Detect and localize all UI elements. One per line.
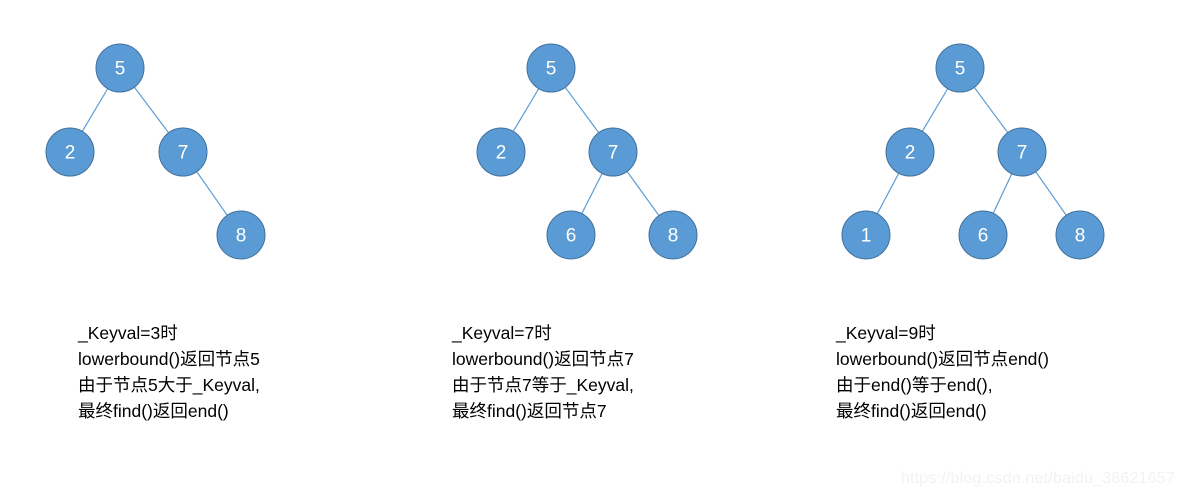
node-circle xyxy=(648,210,698,260)
tree-keyval-7: 5 2 7 6 8 xyxy=(476,43,698,260)
node-circle xyxy=(1055,210,1105,260)
node-circle xyxy=(546,210,596,260)
tree-edge xyxy=(196,171,228,216)
node-label: 6 xyxy=(566,226,577,247)
node-label: 2 xyxy=(905,143,916,164)
tree-edge xyxy=(133,86,170,134)
node-label: 1 xyxy=(861,226,872,247)
caption-line: lowerbound()返回节点7 xyxy=(452,349,634,369)
tree-edge xyxy=(876,172,900,215)
node-label: 7 xyxy=(178,143,189,164)
watermark-url: https://blog.csdn.net/baidu_38621657 xyxy=(900,470,1175,487)
tree-edge xyxy=(581,173,603,214)
binary-search-tree-figures: 5 2 7 8 5 2 7 6 8 5 2 7 1 6 8 xyxy=(45,43,1105,260)
tree-edge xyxy=(973,86,1009,134)
node-label: 2 xyxy=(496,143,507,164)
node-circle xyxy=(958,210,1008,260)
caption-line: 由于节点5大于_Keyval, xyxy=(78,375,260,395)
node-circle xyxy=(935,43,985,93)
tree-node-8[interactable]: 8 xyxy=(1055,210,1105,260)
node-label: 5 xyxy=(546,59,557,80)
tree-edge xyxy=(626,171,660,216)
caption-line: lowerbound()返回节点end() xyxy=(836,349,1049,369)
caption-line: _Keyval=7时 xyxy=(452,323,552,343)
node-circle xyxy=(841,210,891,260)
caption-line: _Keyval=9时 xyxy=(836,323,936,343)
node-label: 7 xyxy=(1017,143,1028,164)
tree-keyval-9: 5 2 7 1 6 8 xyxy=(841,43,1105,260)
node-label: 2 xyxy=(65,143,76,164)
tree-edge xyxy=(921,88,949,132)
node-circle xyxy=(45,127,95,177)
caption-line: lowerbound()返回节点5 xyxy=(78,349,260,369)
tree-node-8[interactable]: 8 xyxy=(216,210,266,260)
node-circle xyxy=(997,127,1047,177)
tree-edge xyxy=(512,88,540,132)
tree-node-7[interactable]: 7 xyxy=(158,127,208,177)
tree-node-8[interactable]: 8 xyxy=(648,210,698,260)
node-circle xyxy=(526,43,576,93)
tree-keyval-3: 5 2 7 8 xyxy=(45,43,266,260)
caption-line: 由于节点7等于_Keyval, xyxy=(452,375,634,395)
tree-edge xyxy=(564,86,600,134)
caption-line: 由于end()等于end(), xyxy=(836,375,993,395)
node-label: 8 xyxy=(236,226,247,247)
caption-line: 最终find()返回end() xyxy=(836,401,987,421)
caption-keyval-3: _Keyval=3时 lowerbound()返回节点5 由于节点5大于_Keyva… xyxy=(78,320,260,424)
node-label: 7 xyxy=(608,143,619,164)
tree-node-6[interactable]: 6 xyxy=(546,210,596,260)
caption-line: 最终find()返回end() xyxy=(78,401,229,421)
node-label: 5 xyxy=(955,59,966,80)
tree-edge xyxy=(81,88,109,132)
node-circle xyxy=(588,127,638,177)
node-circle xyxy=(476,127,526,177)
tree-node-5[interactable]: 5 xyxy=(526,43,576,93)
tree-node-1[interactable]: 1 xyxy=(841,210,891,260)
tree-edge xyxy=(1035,171,1067,216)
node-circle xyxy=(216,210,266,260)
node-label: 6 xyxy=(978,226,989,247)
node-circle xyxy=(158,127,208,177)
tree-node-2[interactable]: 2 xyxy=(45,127,95,177)
node-label: 8 xyxy=(668,226,679,247)
caption-line: 最终find()返回节点7 xyxy=(452,401,607,421)
tree-node-6[interactable]: 6 xyxy=(958,210,1008,260)
tree-edge xyxy=(992,173,1013,214)
tree-node-5[interactable]: 5 xyxy=(95,43,145,93)
tree-node-2[interactable]: 2 xyxy=(476,127,526,177)
tree-node-2[interactable]: 2 xyxy=(885,127,935,177)
node-label: 5 xyxy=(115,59,126,80)
caption-keyval-9: _Keyval=9时 lowerbound()返回节点end() 由于end()等于… xyxy=(836,320,1049,424)
node-circle xyxy=(95,43,145,93)
tree-node-7[interactable]: 7 xyxy=(588,127,638,177)
caption-keyval-7: _Keyval=7时 lowerbound()返回节点7 由于节点7等于_Keyva… xyxy=(452,320,634,424)
tree-node-7[interactable]: 7 xyxy=(997,127,1047,177)
node-label: 8 xyxy=(1075,226,1086,247)
tree-node-5[interactable]: 5 xyxy=(935,43,985,93)
node-circle xyxy=(885,127,935,177)
caption-line: _Keyval=3时 xyxy=(78,323,178,343)
